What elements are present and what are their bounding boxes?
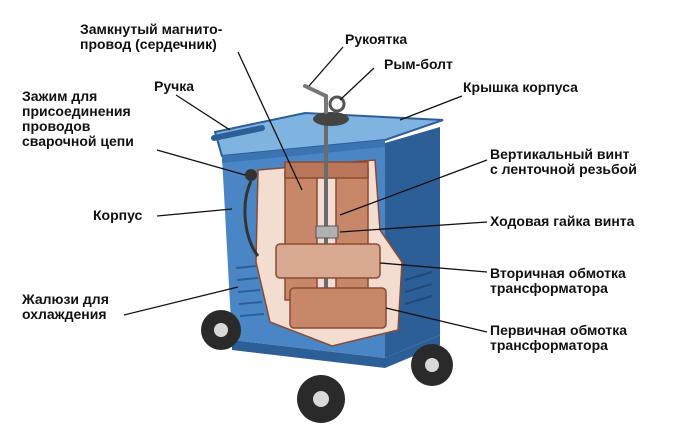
side-louvers (404, 271, 433, 305)
eye-bolt-base (313, 112, 349, 126)
label-lid: Крышка корпуса (463, 79, 578, 95)
magnetic-core-left (284, 171, 318, 301)
leader-clamp (156, 149, 246, 176)
leader-grip (175, 94, 231, 131)
leader-crank (308, 46, 344, 87)
case-lid (213, 111, 444, 158)
clamp-cable (243, 180, 260, 257)
label-core: Замкнутый магнито-провод (сердечник) (80, 21, 223, 52)
wheel-front-left (201, 310, 241, 350)
leader-secondary (379, 262, 488, 273)
label-handle-crank: Рукоятка (345, 31, 408, 47)
grip-handle (211, 125, 265, 141)
cooling-louvers (235, 265, 265, 317)
leader-primary (385, 307, 488, 333)
primary-winding (289, 287, 387, 329)
wheel-rear-right (411, 344, 453, 386)
label-case: Корпус (93, 207, 143, 223)
crank-handle (303, 84, 328, 114)
case-lid-edge (222, 140, 385, 163)
label-grip: Ручка (154, 78, 195, 94)
leader-nut (339, 221, 488, 233)
chassis-base (232, 335, 440, 368)
label-nut: Ходовая гайка винта (490, 213, 635, 229)
eye-bolt-ring (328, 95, 346, 113)
leader-case (156, 208, 233, 217)
leader-louvers (123, 286, 239, 316)
label-eye-bolt: Рым-болт (384, 56, 453, 72)
clamp-terminal (245, 169, 257, 181)
leader-screw (339, 159, 488, 216)
wheel-front-right (297, 375, 345, 423)
secondary-winding (275, 243, 381, 279)
leader-lines (123, 46, 488, 333)
running-nut (315, 225, 339, 239)
leader-eye-bolt (339, 67, 375, 101)
leader-core (237, 51, 303, 191)
leader-lid (399, 95, 463, 121)
